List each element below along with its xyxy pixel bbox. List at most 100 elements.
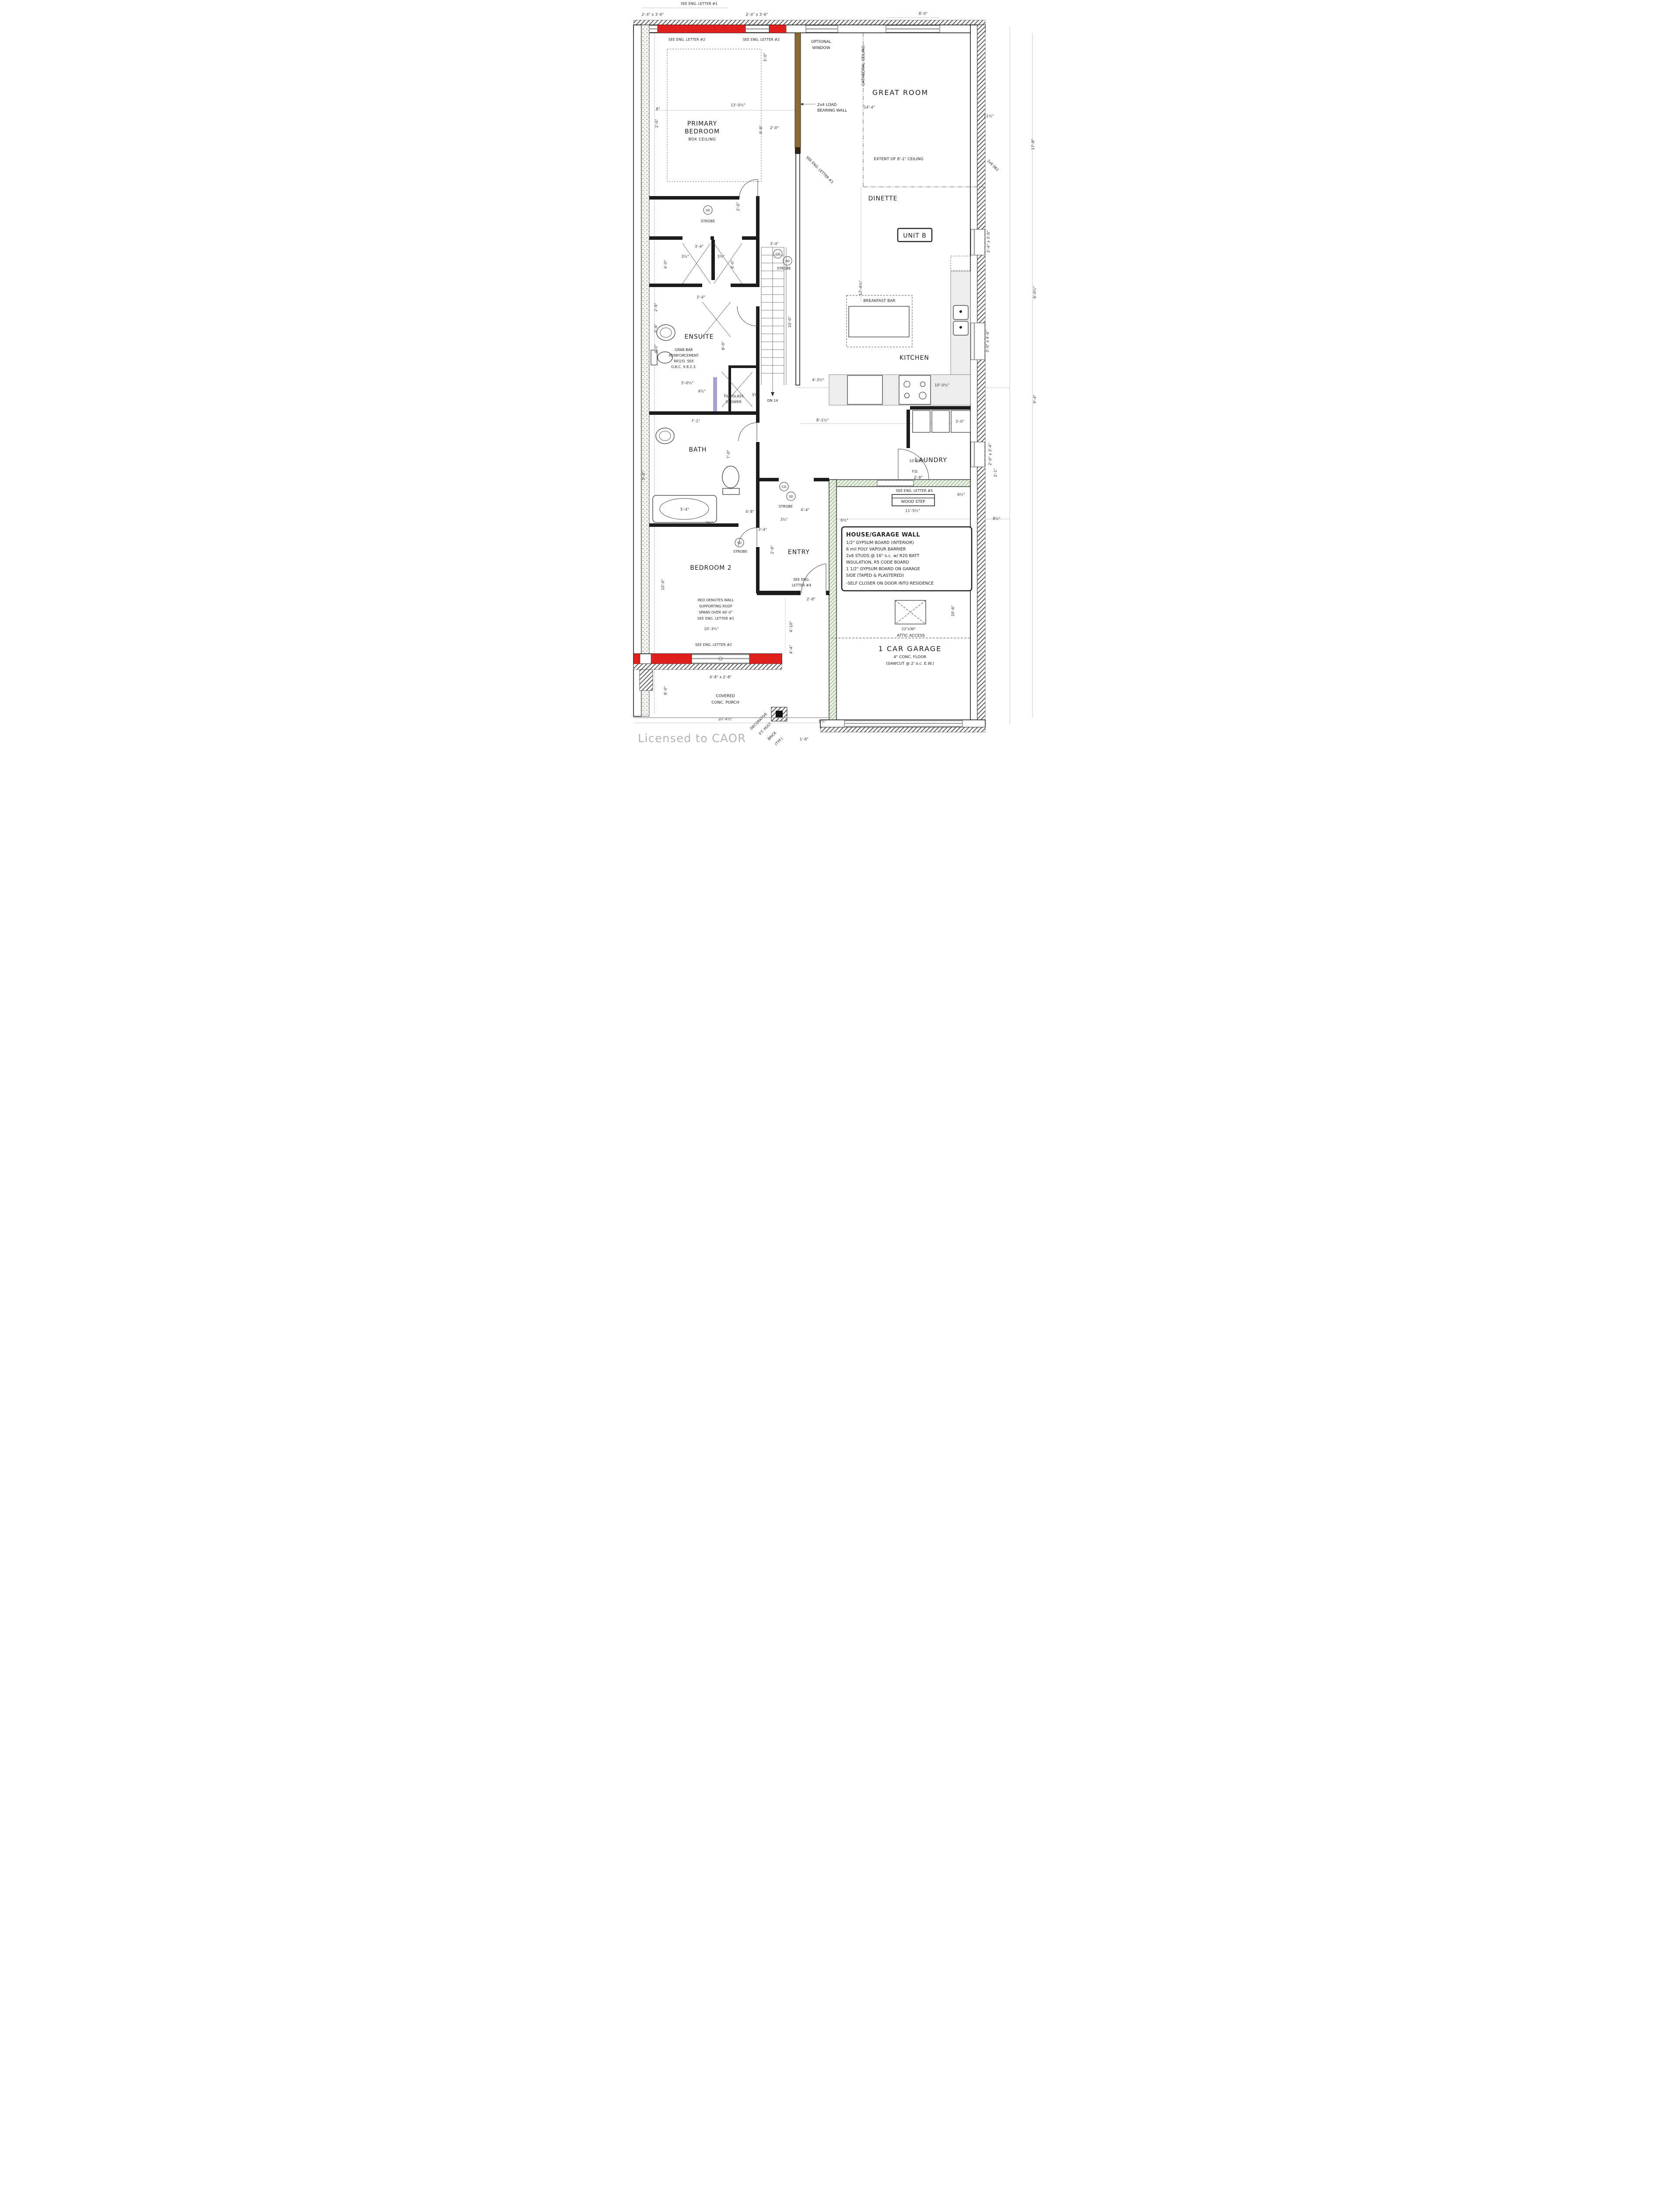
floor-drain-label: F.D. [912, 470, 919, 473]
tile-glass-shower-note: TILE/GLASS [723, 394, 744, 398]
grab-bar-note3: REQ'D. SEE [674, 359, 694, 363]
washer [912, 410, 931, 433]
sd-icon: SD [785, 259, 790, 263]
dim-label: 8½" [819, 719, 826, 724]
co-icon: CO [782, 485, 787, 489]
dim-label: 4'-0" [654, 344, 658, 353]
eng-letter2-note: SEE ENG. LETTER #2 [668, 38, 705, 42]
bath-label: BATH [689, 446, 707, 453]
optional-window-note: OPTIONAL [811, 40, 831, 44]
party-wall [633, 25, 642, 717]
stair-right-wall [795, 153, 800, 386]
spec-line: -SELF CLOSER ON DOOR INTO RESIDENCE [846, 581, 934, 586]
watermark: Licensed to CAOR [638, 732, 746, 745]
detectors: SD STROBE CO SD STROBE CO SD STROBE SD S… [701, 205, 796, 554]
dim-label: 9'-8" [759, 125, 763, 134]
garage-man-door-opening [877, 480, 914, 486]
ensuite-label: ENSUITE [685, 333, 714, 340]
dim-label: 2'-0" [655, 119, 659, 128]
dim-label: 17'-4½" [859, 281, 863, 295]
dim-label: 4'-0" [731, 260, 735, 269]
porch-label2: CONC. PORCH [711, 701, 739, 705]
garage-label: 1 CAR GARAGE [878, 645, 942, 653]
dim-label: 10'-0" [661, 579, 665, 590]
window-size-label: 3'-0" x 4'-4" [986, 330, 990, 353]
strobe-label: STROBE [777, 266, 791, 270]
spec-title: HOUSE/GARAGE WALL [846, 532, 920, 538]
window-size-label: 4'-8" x 2'-8" [710, 675, 732, 680]
shower-wall-accent [713, 377, 717, 411]
exterior-walls [633, 20, 986, 733]
fridge [847, 375, 883, 405]
sd-icon: SD [706, 209, 710, 212]
sb2-note: 2x6 SB2 [987, 159, 1000, 172]
stair-dn-label: DN 14 [767, 399, 778, 403]
bath-toilet [722, 466, 739, 488]
load-bearing-note: 2x4 LOAD [817, 103, 836, 107]
garage-sawcut-note: (SAWCUT @ 2' o.c. E.W.) [886, 662, 934, 666]
red-denotes-note4: SEE ENG. LETTER #1 [697, 617, 734, 621]
dim-label: 8'-1½" [816, 418, 829, 423]
dim-label: 10'-4½" [718, 717, 733, 722]
dim-label: 7'-0" [727, 450, 731, 459]
dimension-lines [634, 7, 1033, 724]
porch-pier [639, 669, 653, 691]
spec-line: 1/2" GYPSUM BOARD (INTERIOR) [846, 540, 914, 545]
dimension-labels: 13'-0½" 2'-0" 9'-8" 14'-4" 11½" 17'-8" 1… [642, 53, 1037, 742]
dim-label: 20'-6" [951, 605, 956, 617]
spec-line: 1 1/2" GYPSUM BOARD ON GARAGE [846, 567, 920, 572]
dim-label: 2'-1" [994, 468, 998, 477]
bath-fixtures [651, 324, 740, 523]
dim-label: 10'-0½" [934, 383, 949, 388]
dim-label: 5'-8" [654, 324, 658, 333]
dim-label: 11½" [984, 114, 994, 119]
dim-label: 10'-0½" [909, 459, 924, 463]
strobe-label: STROBE [779, 505, 793, 508]
doors [682, 179, 929, 594]
dim-label: 6½" [840, 519, 848, 523]
box-ceiling-label: BOX CEILING [688, 137, 716, 142]
dim-label: 2'-8" [914, 476, 923, 480]
sd-icon: SD [737, 541, 742, 545]
interior-walls [649, 196, 970, 595]
dim-label: 3½" [717, 255, 725, 259]
porch [634, 598, 831, 718]
red-denotes-note3: SPANS OVER 40'-0" [699, 610, 732, 614]
primary-bedroom-label: PRIMARY [687, 120, 717, 127]
sd-icon: SD [789, 495, 793, 498]
dim-label: 3'-4" [770, 242, 779, 246]
spec-line: 2x6 STUDS @ 16" o.c. w/ R20 BATT [846, 554, 919, 558]
unit-b-label: UNIT B [903, 232, 926, 239]
dim-label: 3'-0" [763, 53, 768, 62]
dim-label: 7'-1" [691, 419, 700, 424]
dim-label: 4'-4" [789, 645, 794, 654]
red-denotes-note2: SUPPORTING ROOF [699, 604, 733, 608]
house-garage-wall-spec: HOUSE/GARAGE WALL 1/2" GYPSUM BOARD (INT… [841, 526, 973, 592]
dim-label: 2'-8" [807, 597, 816, 602]
dim-label: 13'-0½" [731, 103, 746, 108]
breakfast-bar-island [848, 306, 910, 337]
dim-label: 2'-8" [654, 303, 658, 312]
wood-step-box [892, 494, 935, 506]
window-size-label: 8'-0" [919, 12, 928, 16]
garage-items [771, 600, 926, 722]
dim-label: 4'-0" [664, 260, 668, 269]
spec-line: INSULATION, R5 CODE BOARD [846, 560, 909, 565]
dim-label: 8'-0" [721, 341, 726, 350]
dim-label: 2'-6" [770, 545, 775, 554]
garage-floor-note: 4" CONC. FLOOR [893, 655, 926, 659]
load-bearing-note2: BEARING WALL [817, 109, 847, 113]
eng-letter4-note2: LETTER #4 [792, 583, 811, 587]
dim-label: 4'-4" [801, 508, 809, 512]
primary-bedroom-label2: BEDROOM [685, 128, 720, 135]
dim-label: 10'-3½" [704, 627, 719, 631]
dim-label: 8½" [993, 517, 1001, 521]
dryer [931, 410, 950, 433]
window-labels: 2'-4" x 3'-6" 2'-4" x 3'-6" 8'-0" 2'-4" … [642, 12, 993, 680]
eng-letter3-note: SEE ENG. LETTER #3 [805, 155, 834, 184]
dim-label: 3½" [705, 521, 713, 526]
upper-cabinet-dashed [950, 256, 971, 271]
shear-wall-red [657, 25, 746, 33]
dim-label: 4½" [698, 389, 706, 394]
bedroom2-label: BEDROOM 2 [690, 565, 732, 572]
